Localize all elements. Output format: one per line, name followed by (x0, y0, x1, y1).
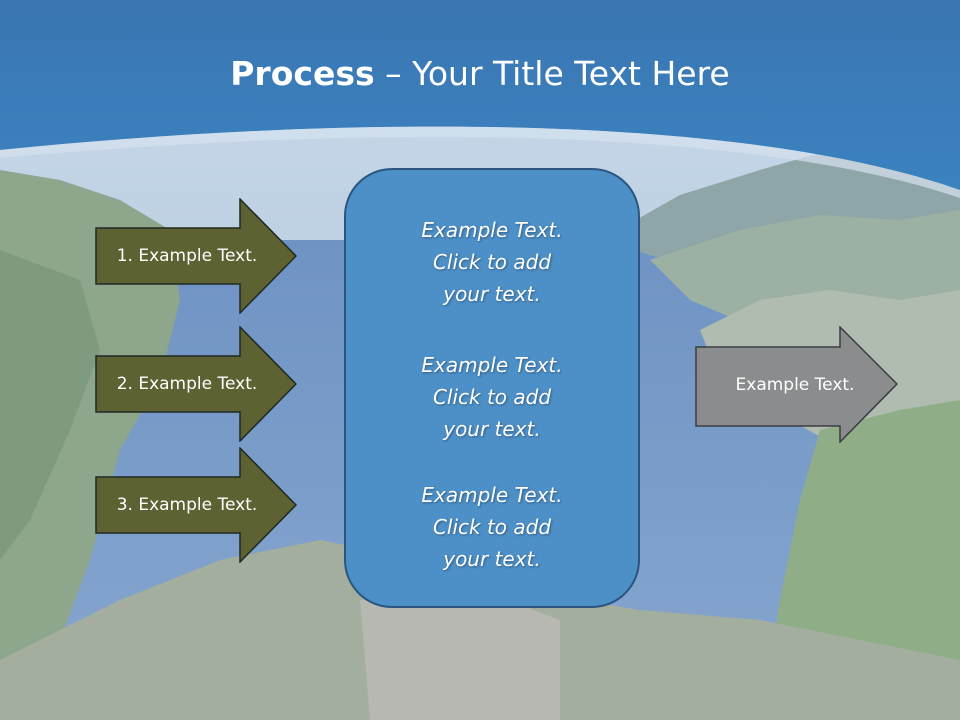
output-arrow[interactable]: Example Text. (695, 326, 898, 443)
arrow-shape (95, 447, 297, 563)
process-line: Click to add (432, 250, 552, 274)
process-line: your text. (443, 417, 541, 441)
process-line: Example Text. (421, 218, 563, 242)
arrow-shape (95, 198, 297, 314)
slide-title: Process – Your Title Text Here (0, 52, 960, 96)
output-arrow-label: Example Text. (735, 374, 855, 395)
arrow-shape (695, 326, 898, 443)
process-line: your text. (443, 282, 541, 306)
input-arrow-label: 2. Example Text. (116, 374, 258, 394)
process-line: Click to add (432, 385, 552, 409)
arrow-shape (95, 326, 297, 442)
title-rest: – Your Title Text Here (374, 54, 730, 93)
process-line: Example Text. (421, 353, 563, 377)
title-bold: Process (230, 54, 375, 93)
process-text-2: Example Text. Click to add your text. (346, 349, 638, 445)
input-arrow-label: 1. Example Text. (116, 246, 258, 266)
process-line: Example Text. (421, 483, 563, 507)
input-arrow-3[interactable]: 3. Example Text. (95, 447, 297, 563)
process-text-3: Example Text. Click to add your text. (346, 479, 638, 575)
input-arrow-2[interactable]: 2. Example Text. (95, 326, 297, 442)
process-box[interactable]: Example Text. Click to add your text. Ex… (344, 168, 640, 608)
process-line: Click to add (432, 515, 552, 539)
process-line: your text. (443, 547, 541, 571)
input-arrow-1[interactable]: 1. Example Text. (95, 198, 297, 314)
input-arrow-label: 3. Example Text. (116, 495, 258, 515)
process-text-1: Example Text. Click to add your text. (346, 214, 638, 310)
